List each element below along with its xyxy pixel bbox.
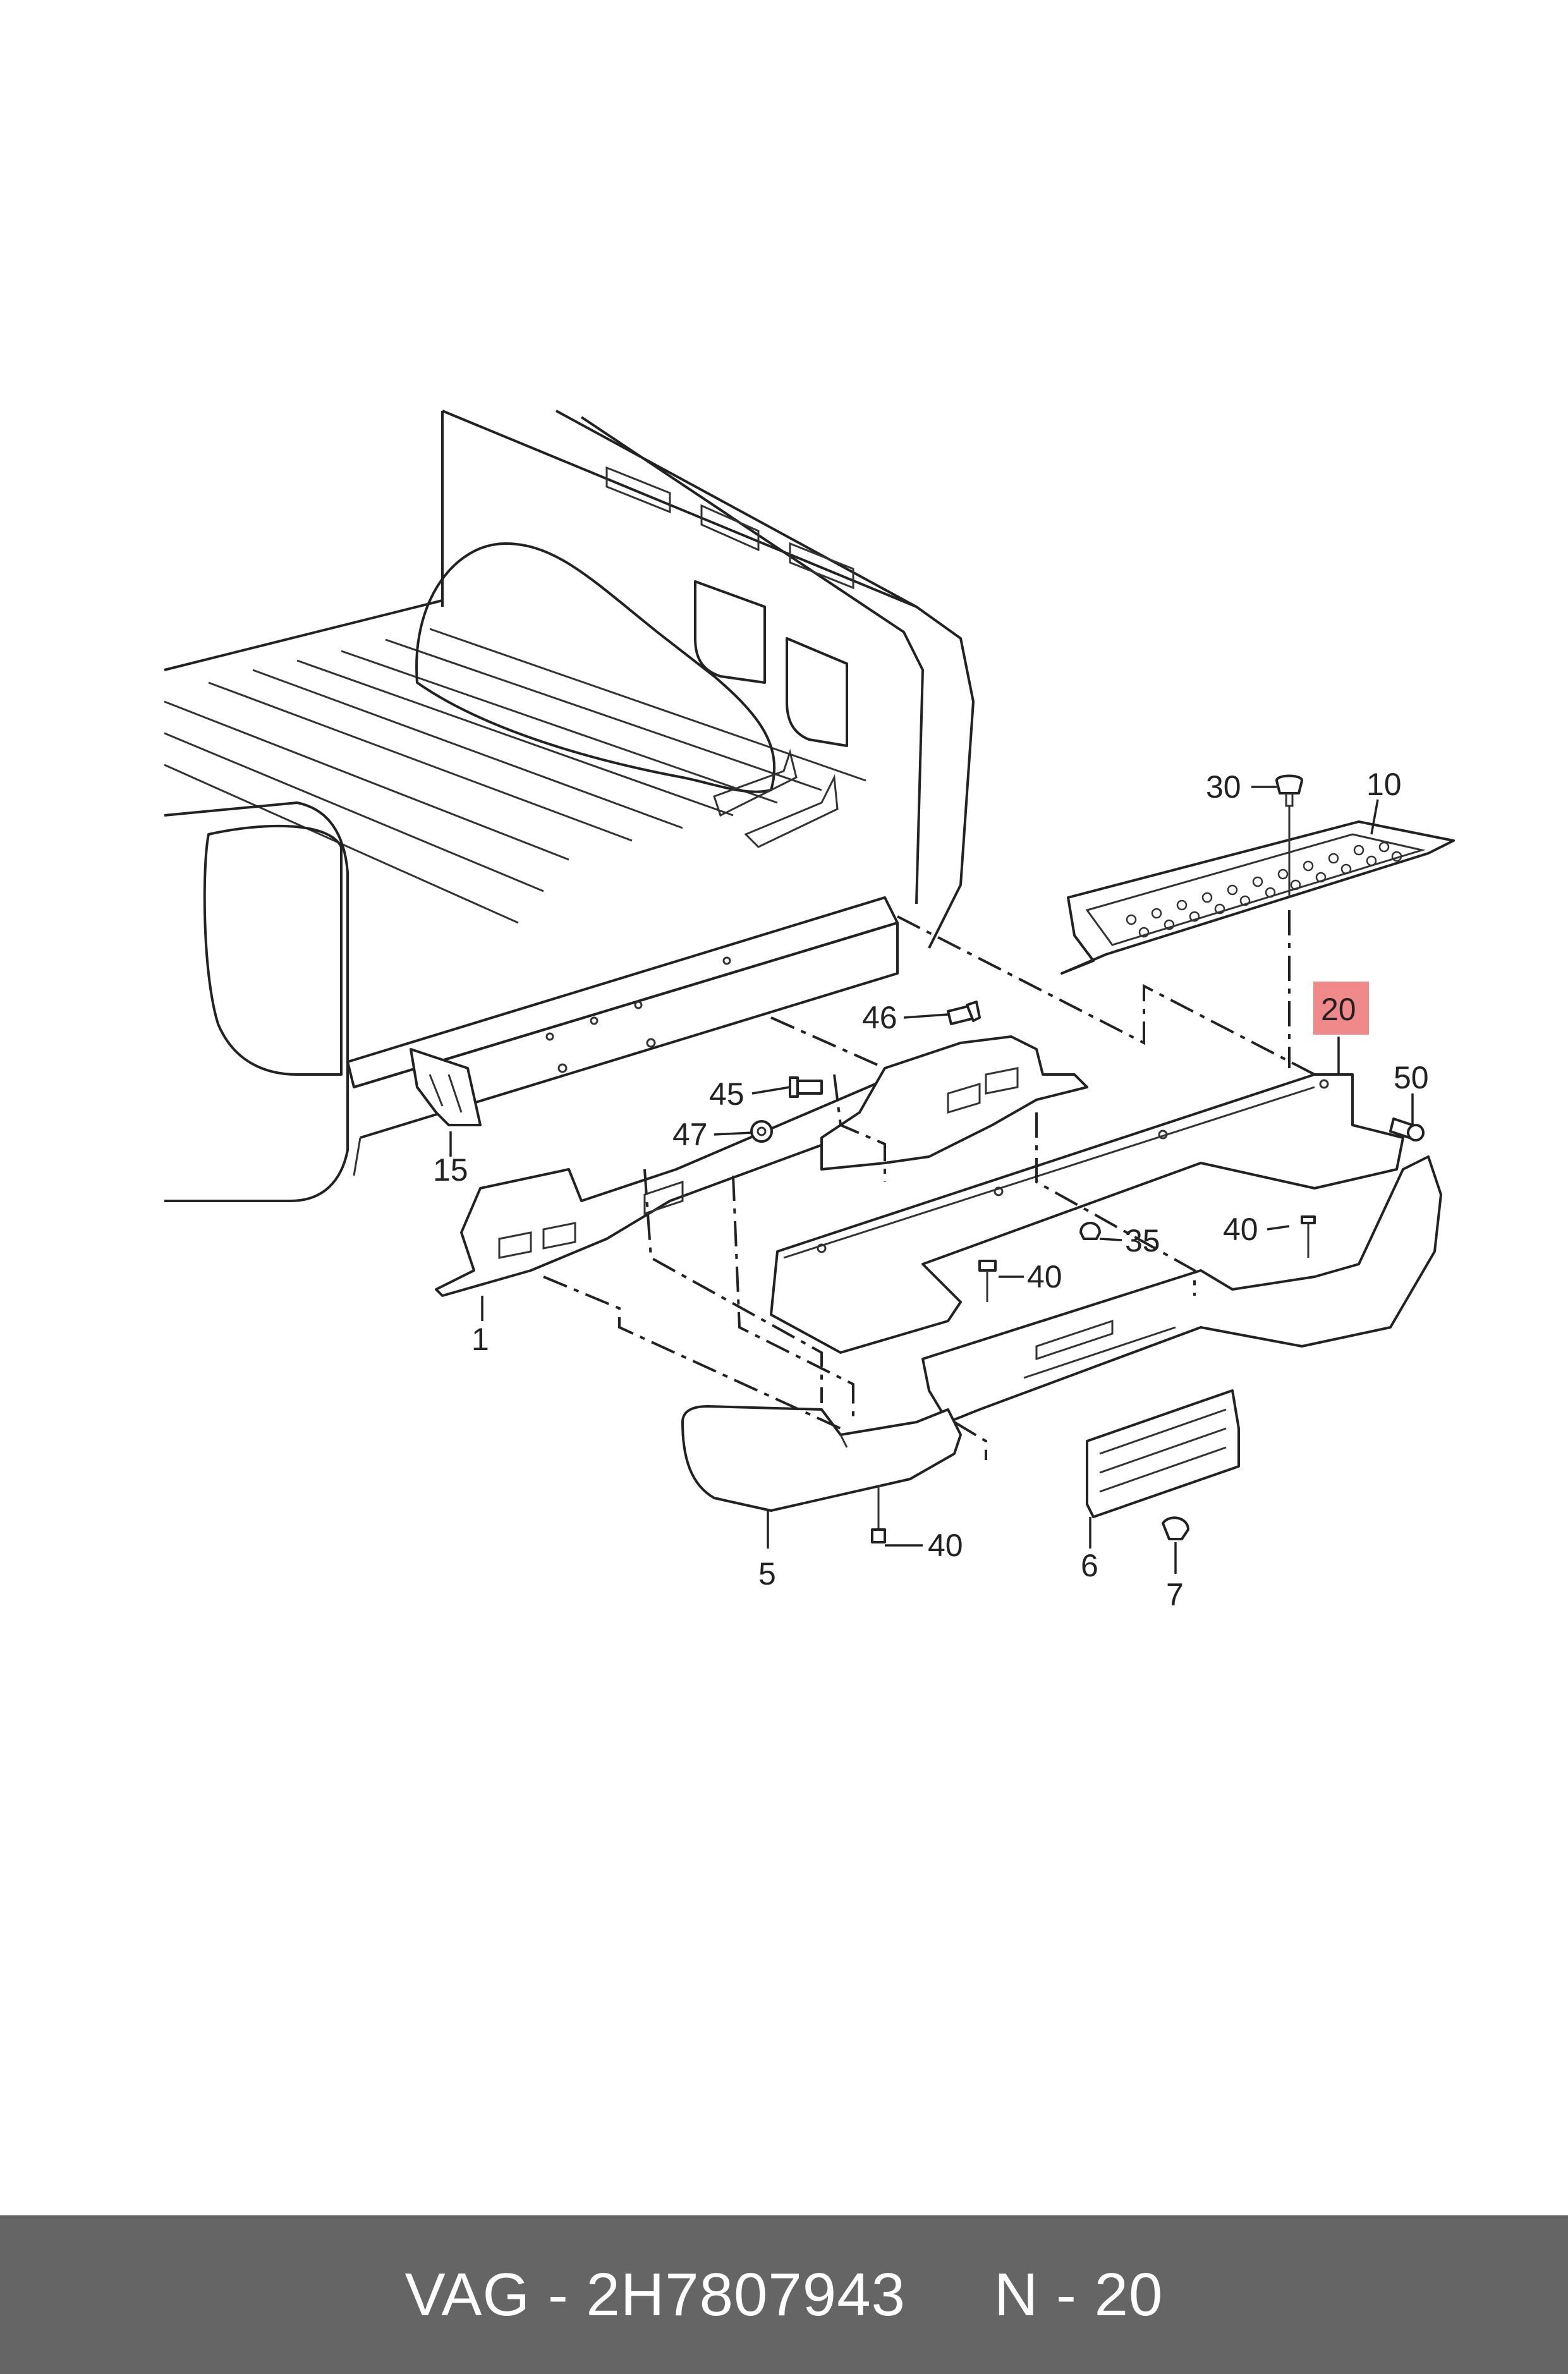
bolt-46 [947, 1001, 981, 1025]
callout-35: 35 [1125, 1223, 1160, 1258]
callout-15: 15 [433, 1152, 468, 1188]
bolt-50 [1389, 1117, 1425, 1141]
callout-10: 10 [1366, 767, 1402, 802]
callout-30: 30 [1206, 769, 1241, 805]
plate-6 [1086, 1389, 1240, 1518]
callout-5: 5 [758, 1556, 776, 1592]
callout-1: 1 [471, 1322, 489, 1357]
callout-47: 47 [672, 1117, 708, 1152]
assembly-lines [543, 910, 1315, 1460]
callout-40-b: 40 [1027, 1259, 1062, 1294]
callout-50: 50 [1394, 1060, 1429, 1095]
callouts: 30 10 20 50 46 45 47 15 1 35 40 40 40 5 … [433, 767, 1429, 1612]
callout-45: 45 [709, 1076, 744, 1112]
bumper-bar [921, 1155, 1442, 1423]
callout-46: 46 [862, 1000, 897, 1035]
bumper-end-5 [681, 1405, 962, 1512]
callout-40-a: 40 [1223, 1212, 1258, 1247]
clip-30 [1275, 774, 1303, 898]
bracket-1 [435, 1073, 918, 1297]
bolt-40b [978, 1260, 997, 1302]
callout-20: 20 [1321, 992, 1356, 1027]
bracket-center [820, 1035, 1088, 1171]
callout-40-c: 40 [928, 1528, 963, 1563]
exploded-parts-diagram: 30 10 20 50 46 45 47 15 1 35 40 40 40 5 … [164, 410, 1455, 1612]
nut-47 [750, 1120, 773, 1143]
callout-6: 6 [1081, 1548, 1098, 1583]
bumper-cover-20 [770, 1073, 1404, 1354]
callout-7: 7 [1166, 1577, 1184, 1612]
step-pad-10 [1061, 820, 1455, 975]
bolt-40c [871, 1485, 886, 1543]
leader-lines [449, 786, 1414, 1574]
part-number: VAG - 2H7807943 [404, 2260, 906, 2328]
footer-bar: VAG - 2H7807943 N - 20 [0, 2215, 1568, 2374]
bolt-40a [1301, 1215, 1316, 1258]
bolt-45 [789, 1076, 823, 1098]
bolt-35 [1079, 1222, 1101, 1240]
diagram-position: N - 20 [994, 2260, 1164, 2328]
truck-bed-outline [164, 410, 975, 1202]
screw-7 [1162, 1516, 1189, 1540]
highlight-box-20 [1313, 982, 1369, 1035]
